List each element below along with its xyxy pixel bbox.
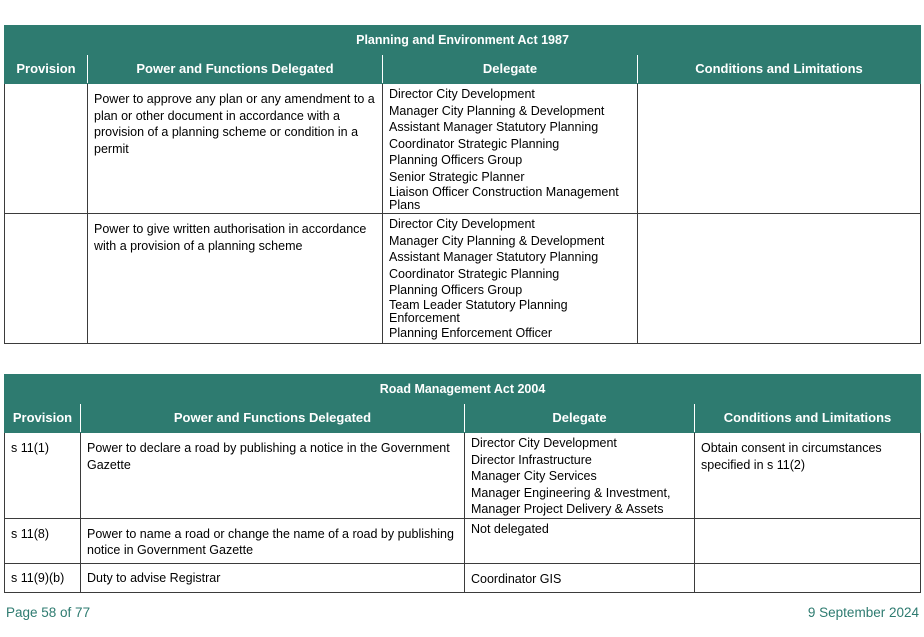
power-cell: Power to declare a road by publishing a … (80, 432, 465, 519)
conditions-cell (694, 517, 921, 564)
provision-cell (4, 83, 88, 214)
delegate-item: Manager City Services (471, 469, 597, 484)
power-cell: Duty to advise Registrar (80, 562, 465, 593)
table-row: Power to give written authorisation in a… (4, 213, 922, 344)
header-conditions: Conditions and Limitations (694, 403, 921, 433)
delegate-item: Coordinator Strategic Planning (389, 266, 560, 281)
power-cell: Power to approve any plan or any amendme… (87, 83, 383, 214)
delegate-item: Coordinator Strategic Planning (389, 136, 560, 151)
provision-cell (4, 213, 88, 344)
delegate-item: Director Infrastructure (471, 452, 592, 467)
delegate-item: Director City Development (471, 436, 617, 450)
delegate-item: Manager City Planning & Development (389, 233, 605, 248)
table-row: s 11(8) Power to name a road or change t… (4, 517, 921, 564)
delegate-item: Director City Development (389, 217, 535, 231)
delegate-item: Planning Officers Group (389, 153, 523, 168)
delegate-item: Assistant Manager Statutory Planning (389, 250, 599, 265)
delegate-item: Manager City Planning & Development (389, 103, 605, 118)
table-row: Power to approve any plan or any amendme… (4, 83, 922, 214)
delegate-item: Planning Officers Group (389, 283, 523, 298)
delegate-cell: Not delegated (464, 517, 695, 564)
table-title: Planning and Environment Act 1987 (3, 25, 922, 55)
delegate-item: Manager Project Delivery & Assets (471, 502, 664, 517)
delegate-cell: Coordinator GIS (464, 562, 695, 593)
conditions-cell (694, 562, 921, 593)
header-power: Power and Functions Delegated (87, 54, 383, 84)
delegate-item: Not delegated (471, 521, 549, 536)
delegate-item: Planning Enforcement Officer (389, 325, 553, 340)
delegate-item: Manager Engineering & Investment, (471, 485, 671, 500)
table-row: s 11(1) Power to declare a road by publi… (4, 432, 921, 519)
provision-cell: s 11(8) (4, 517, 81, 564)
delegate-cell: Director City Development Manager City P… (382, 83, 638, 214)
provision-cell: s 11(9)(b) (4, 562, 81, 593)
planning-environment-act-table: Planning and Environment Act 1987 Provis… (3, 25, 922, 344)
conditions-cell (636, 213, 922, 344)
delegate-item: Senior Strategic Planner (389, 169, 525, 184)
road-management-act-table: Road Management Act 2004 Provision Power… (4, 374, 921, 593)
header-conditions: Conditions and Limitations (636, 54, 922, 84)
document-date: 9 September 2024 (807, 605, 919, 620)
power-cell: Power to give written authorisation in a… (87, 213, 383, 344)
header-delegate: Delegate (382, 54, 638, 84)
conditions-cell (636, 83, 922, 214)
provision-cell: s 11(1) (4, 432, 81, 519)
header-provision: Provision (4, 54, 88, 84)
table-row: s 11(9)(b) Duty to advise Registrar Coor… (4, 562, 921, 593)
header-delegate: Delegate (464, 403, 695, 433)
delegate-item: Liaison Officer Construction Management … (389, 184, 619, 212)
delegate-cell: Director City Development Manager City P… (382, 213, 638, 344)
conditions-cell: Obtain consent in circumstances specifie… (694, 432, 921, 519)
power-cell: Power to name a road or change the name … (80, 517, 465, 564)
delegate-cell: Director City Development Director Infra… (464, 432, 695, 519)
header-power: Power and Functions Delegated (80, 403, 465, 433)
delegate-item: Assistant Manager Statutory Planning (389, 120, 599, 135)
table-title: Road Management Act 2004 (4, 374, 921, 404)
delegate-item: Coordinator GIS (471, 571, 562, 586)
page-number: Page 58 of 77 (6, 605, 91, 620)
delegate-item: Team Leader Statutory Planning Enforceme… (389, 297, 568, 325)
header-provision: Provision (4, 403, 81, 433)
delegate-item: Director City Development (389, 87, 535, 101)
